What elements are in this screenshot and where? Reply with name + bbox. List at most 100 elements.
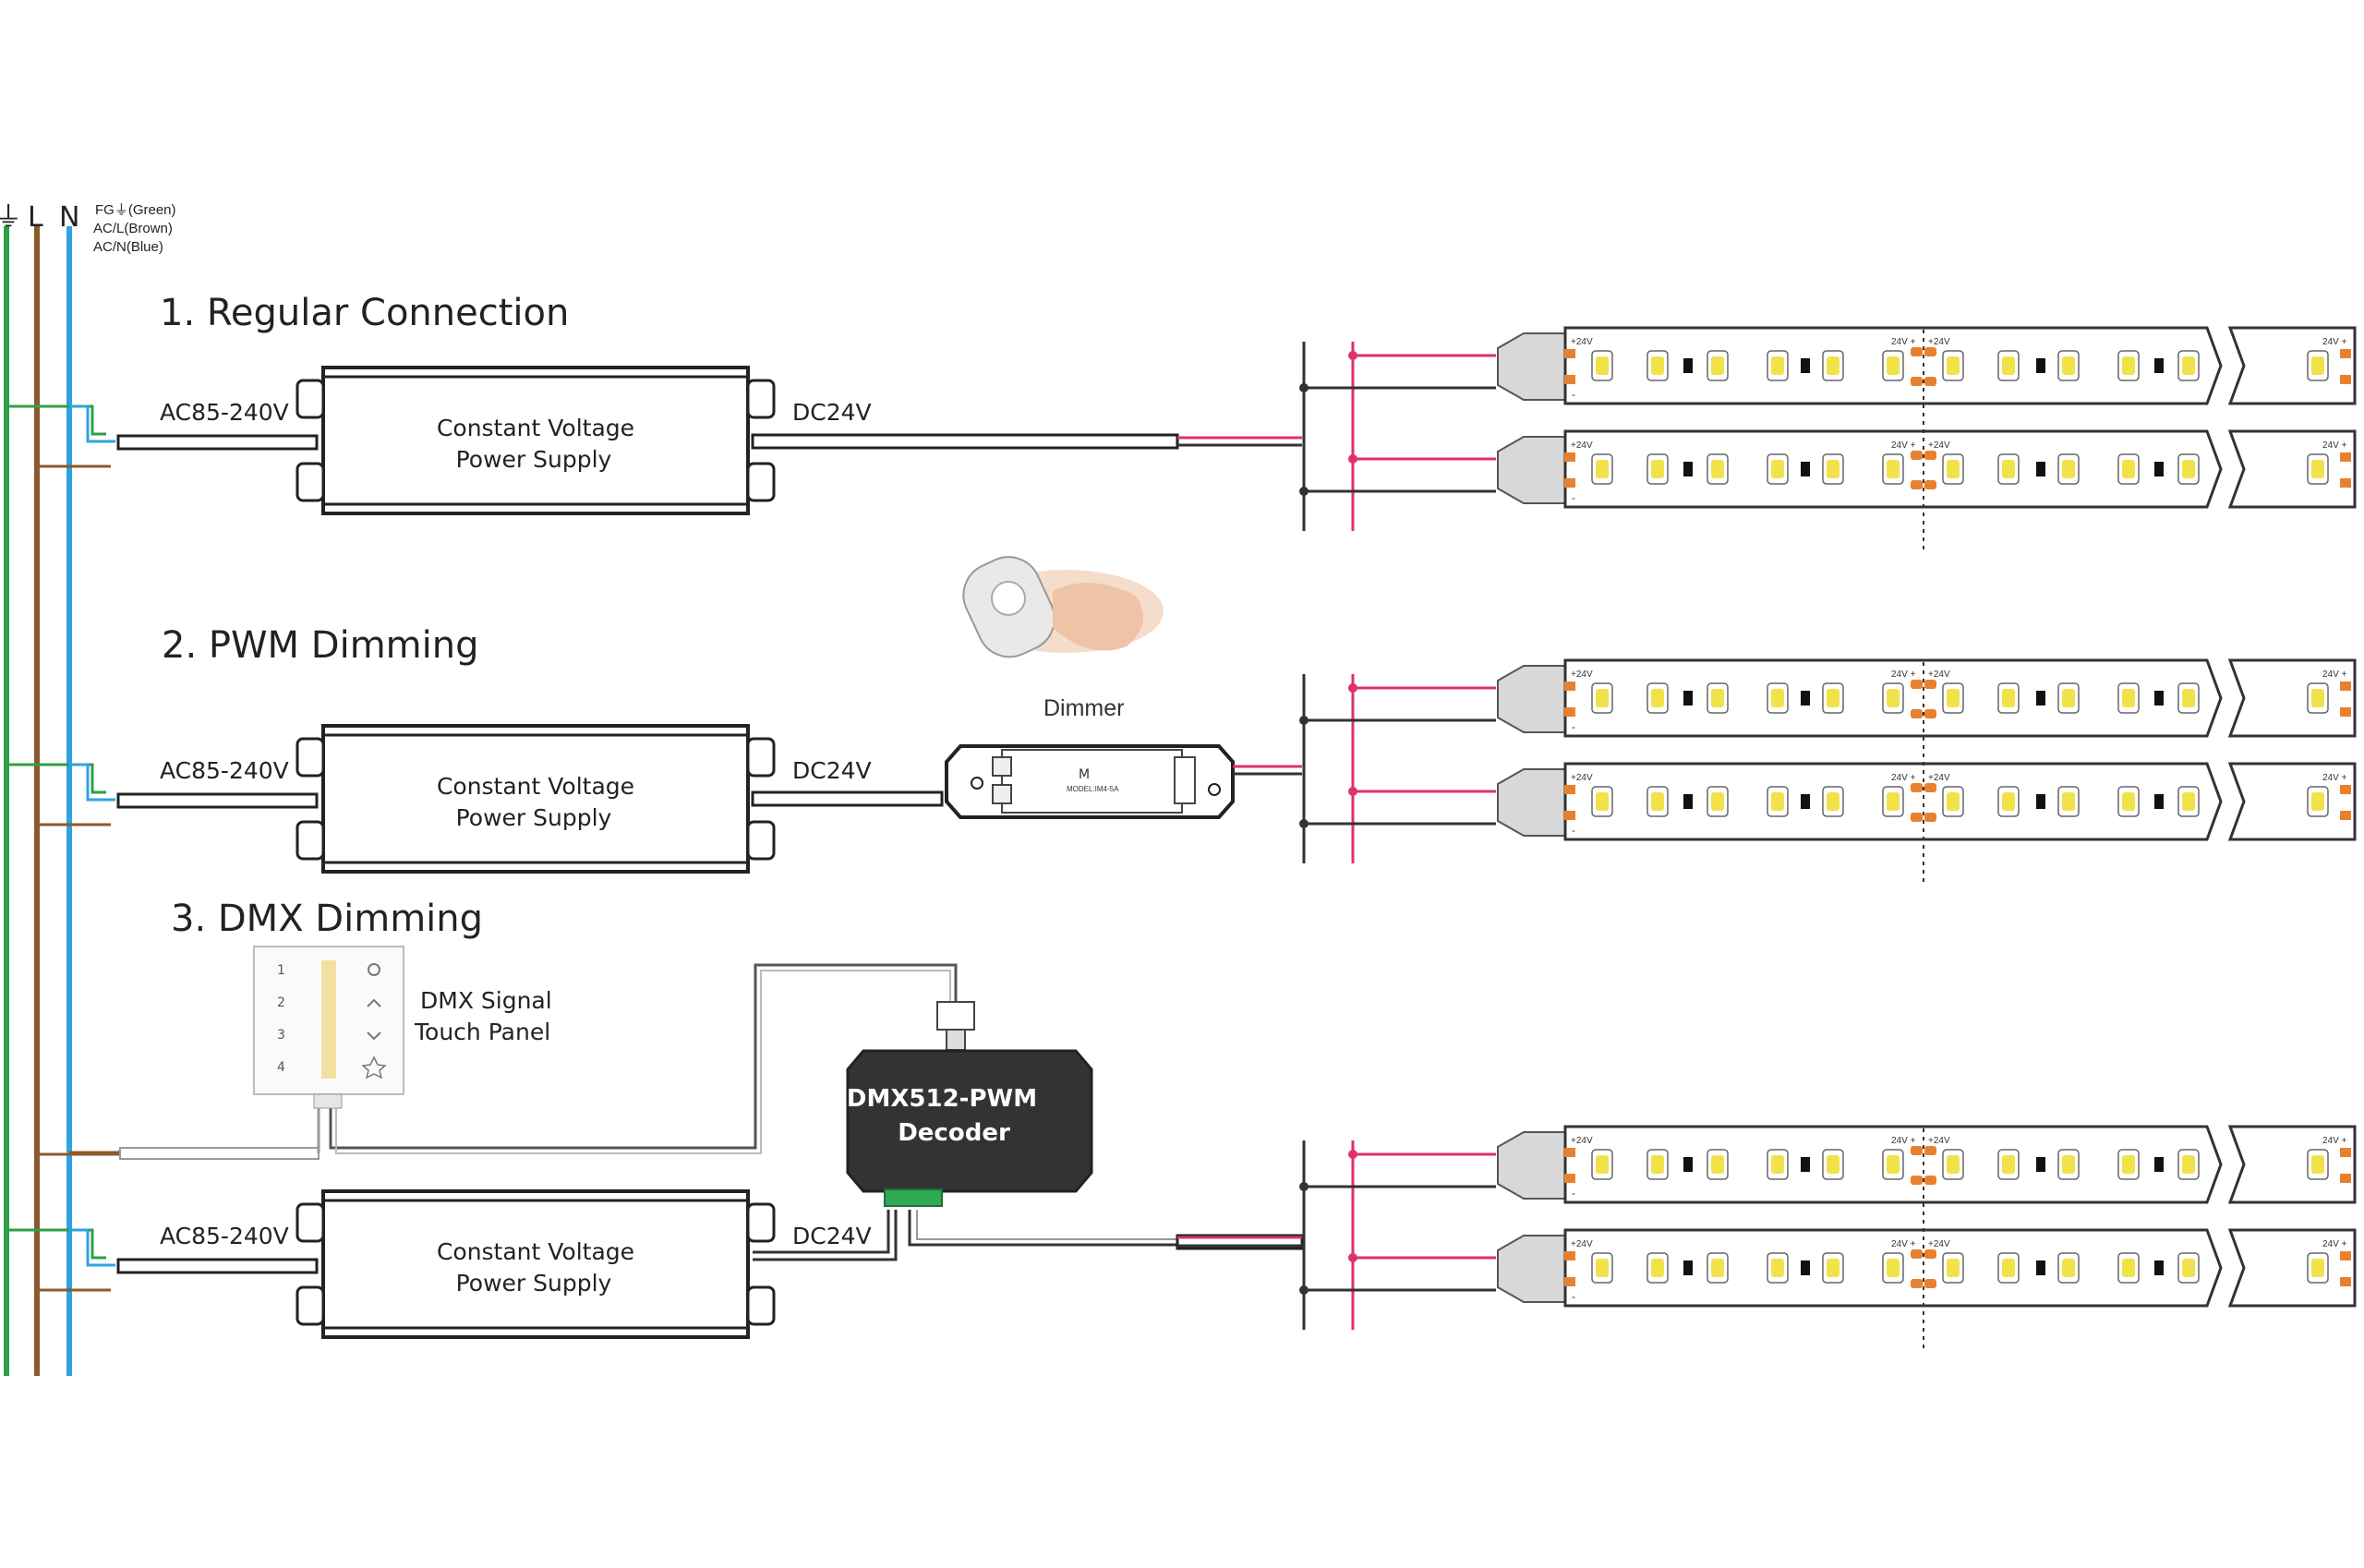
touch-button-1[interactable]: 1: [277, 963, 285, 978]
resistor: [1801, 1260, 1810, 1275]
solder-pad: [1911, 783, 1923, 792]
solder-pad: [2340, 478, 2351, 488]
led-phosphor: [2311, 1155, 2324, 1174]
solder-pad: [2340, 1174, 2351, 1183]
junction-dot: [1348, 454, 1357, 464]
strip-end: [2227, 1125, 2357, 1204]
led-phosphor: [1827, 460, 1839, 478]
led-phosphor: [1651, 792, 1664, 811]
strip-minus-mark: -: [1572, 1290, 1575, 1303]
led-phosphor: [1947, 1155, 1960, 1174]
strip-cut-left: 24V +: [1891, 1239, 1916, 1249]
led-phosphor: [2182, 1155, 2195, 1174]
led-phosphor: [1947, 356, 1960, 375]
led-phosphor: [1947, 792, 1960, 811]
led-phosphor: [1887, 460, 1900, 478]
led-phosphor: [2311, 356, 2324, 375]
power-supply-1: AC85-240V Constant Voltage Power Supply …: [6, 366, 872, 515]
touch-button-4[interactable]: 4: [277, 1060, 285, 1075]
led-phosphor: [1711, 460, 1724, 478]
psu-label-line2: Power Supply: [456, 804, 612, 831]
strip-cut-left: 24V +: [1891, 1136, 1916, 1146]
touch-panel-label-2: Touch Panel: [414, 1019, 550, 1045]
resistor: [1683, 462, 1693, 476]
solder-pad: [1924, 1146, 1936, 1155]
solder-pad: [2340, 785, 2351, 794]
strip-cut-left: 24V +: [1891, 773, 1916, 783]
solder-pad: [1911, 347, 1923, 356]
solder-pad: [1924, 347, 1936, 356]
led-phosphor: [1947, 460, 1960, 478]
led-phosphor: [2062, 356, 2075, 375]
solder-pad: [2340, 1148, 2351, 1157]
solder-pad: [1924, 1279, 1936, 1288]
dimmer-brand: M: [1079, 767, 1090, 782]
strip-cut-left: 24V +: [1891, 669, 1916, 680]
solder-pad: [1911, 1146, 1923, 1155]
dmx-touch-panel: 1 2 3 4: [253, 946, 404, 1109]
solder-pad: [1564, 681, 1575, 691]
led-phosphor: [1711, 689, 1724, 707]
strip-connector: [1497, 1131, 1566, 1200]
ac-input-label: AC85-240V: [160, 1223, 289, 1249]
led-phosphor: [1596, 689, 1609, 707]
led-phosphor: [2182, 356, 2195, 375]
solder-pad: [2340, 1277, 2351, 1286]
resistor: [1801, 1157, 1810, 1172]
touch-button-2[interactable]: 2: [277, 995, 285, 1010]
dmx-decoder: DMX512-PWM Decoder: [846, 1001, 1093, 1207]
solder-pad: [1564, 375, 1575, 384]
resistor: [2036, 1157, 2045, 1172]
resistor: [1683, 1157, 1693, 1172]
resistor: [2154, 358, 2164, 373]
strip-cut-left: 24V +: [1891, 440, 1916, 451]
solder-pad: [1924, 783, 1936, 792]
psu-label-line1: Constant Voltage: [437, 1238, 634, 1265]
strip-cut-right: +24V: [1928, 1239, 1950, 1249]
resistor: [1801, 794, 1810, 809]
resistor: [1683, 358, 1693, 373]
led-phosphor: [2311, 689, 2324, 707]
led-phosphor: [1596, 460, 1609, 478]
touch-button-3[interactable]: 3: [277, 1028, 285, 1043]
junction-dot: [1348, 787, 1357, 796]
power-supply-3: AC85-240V Constant Voltage Power Supply …: [6, 1189, 872, 1339]
led-phosphor: [1887, 356, 1900, 375]
led-phosphor: [2122, 689, 2135, 707]
section-3-title: 3. DMX Dimming: [171, 898, 483, 940]
led-phosphor: [2062, 689, 2075, 707]
psu-body: Constant Voltage Power Supply: [296, 1189, 776, 1339]
solder-pad: [1564, 478, 1575, 488]
junction-dot: [1348, 683, 1357, 693]
led-phosphor: [1771, 1155, 1784, 1174]
junction-dot: [1299, 383, 1309, 392]
neutral-symbol: N: [59, 201, 79, 234]
junction-dot: [1299, 487, 1309, 496]
led-phosphor: [1651, 1155, 1664, 1174]
psu-body: Constant Voltage Power Supply: [296, 724, 776, 874]
led-phosphor: [1827, 1155, 1839, 1174]
junction-dot: [1299, 716, 1309, 725]
solder-pad: [1564, 785, 1575, 794]
section-2-title: 2. PWM Dimming: [162, 624, 478, 667]
dmx-section: 1 2 3 4 DMX Signal Touch Panel DMX512-PW…: [37, 946, 1304, 1261]
led-phosphor: [2062, 1259, 2075, 1277]
led-phosphor: [2002, 460, 2015, 478]
psu-label-line1: Constant Voltage: [437, 773, 634, 800]
strip-end-mark: 24V +: [2322, 440, 2347, 451]
strip-end: [2227, 326, 2357, 405]
solder-pad: [1911, 813, 1923, 822]
strip-end-mark: 24V +: [2322, 773, 2347, 783]
strip-end-mark: 24V +: [2322, 669, 2347, 680]
resistor: [2036, 1260, 2045, 1275]
strip-connector: [1497, 665, 1566, 733]
section-1-title: 1. Regular Connection: [160, 292, 569, 334]
strip-start-mark: +24V: [1571, 337, 1593, 347]
led-phosphor: [2062, 792, 2075, 811]
led-phosphor: [1947, 689, 1960, 707]
led-phosphor: [2002, 689, 2015, 707]
